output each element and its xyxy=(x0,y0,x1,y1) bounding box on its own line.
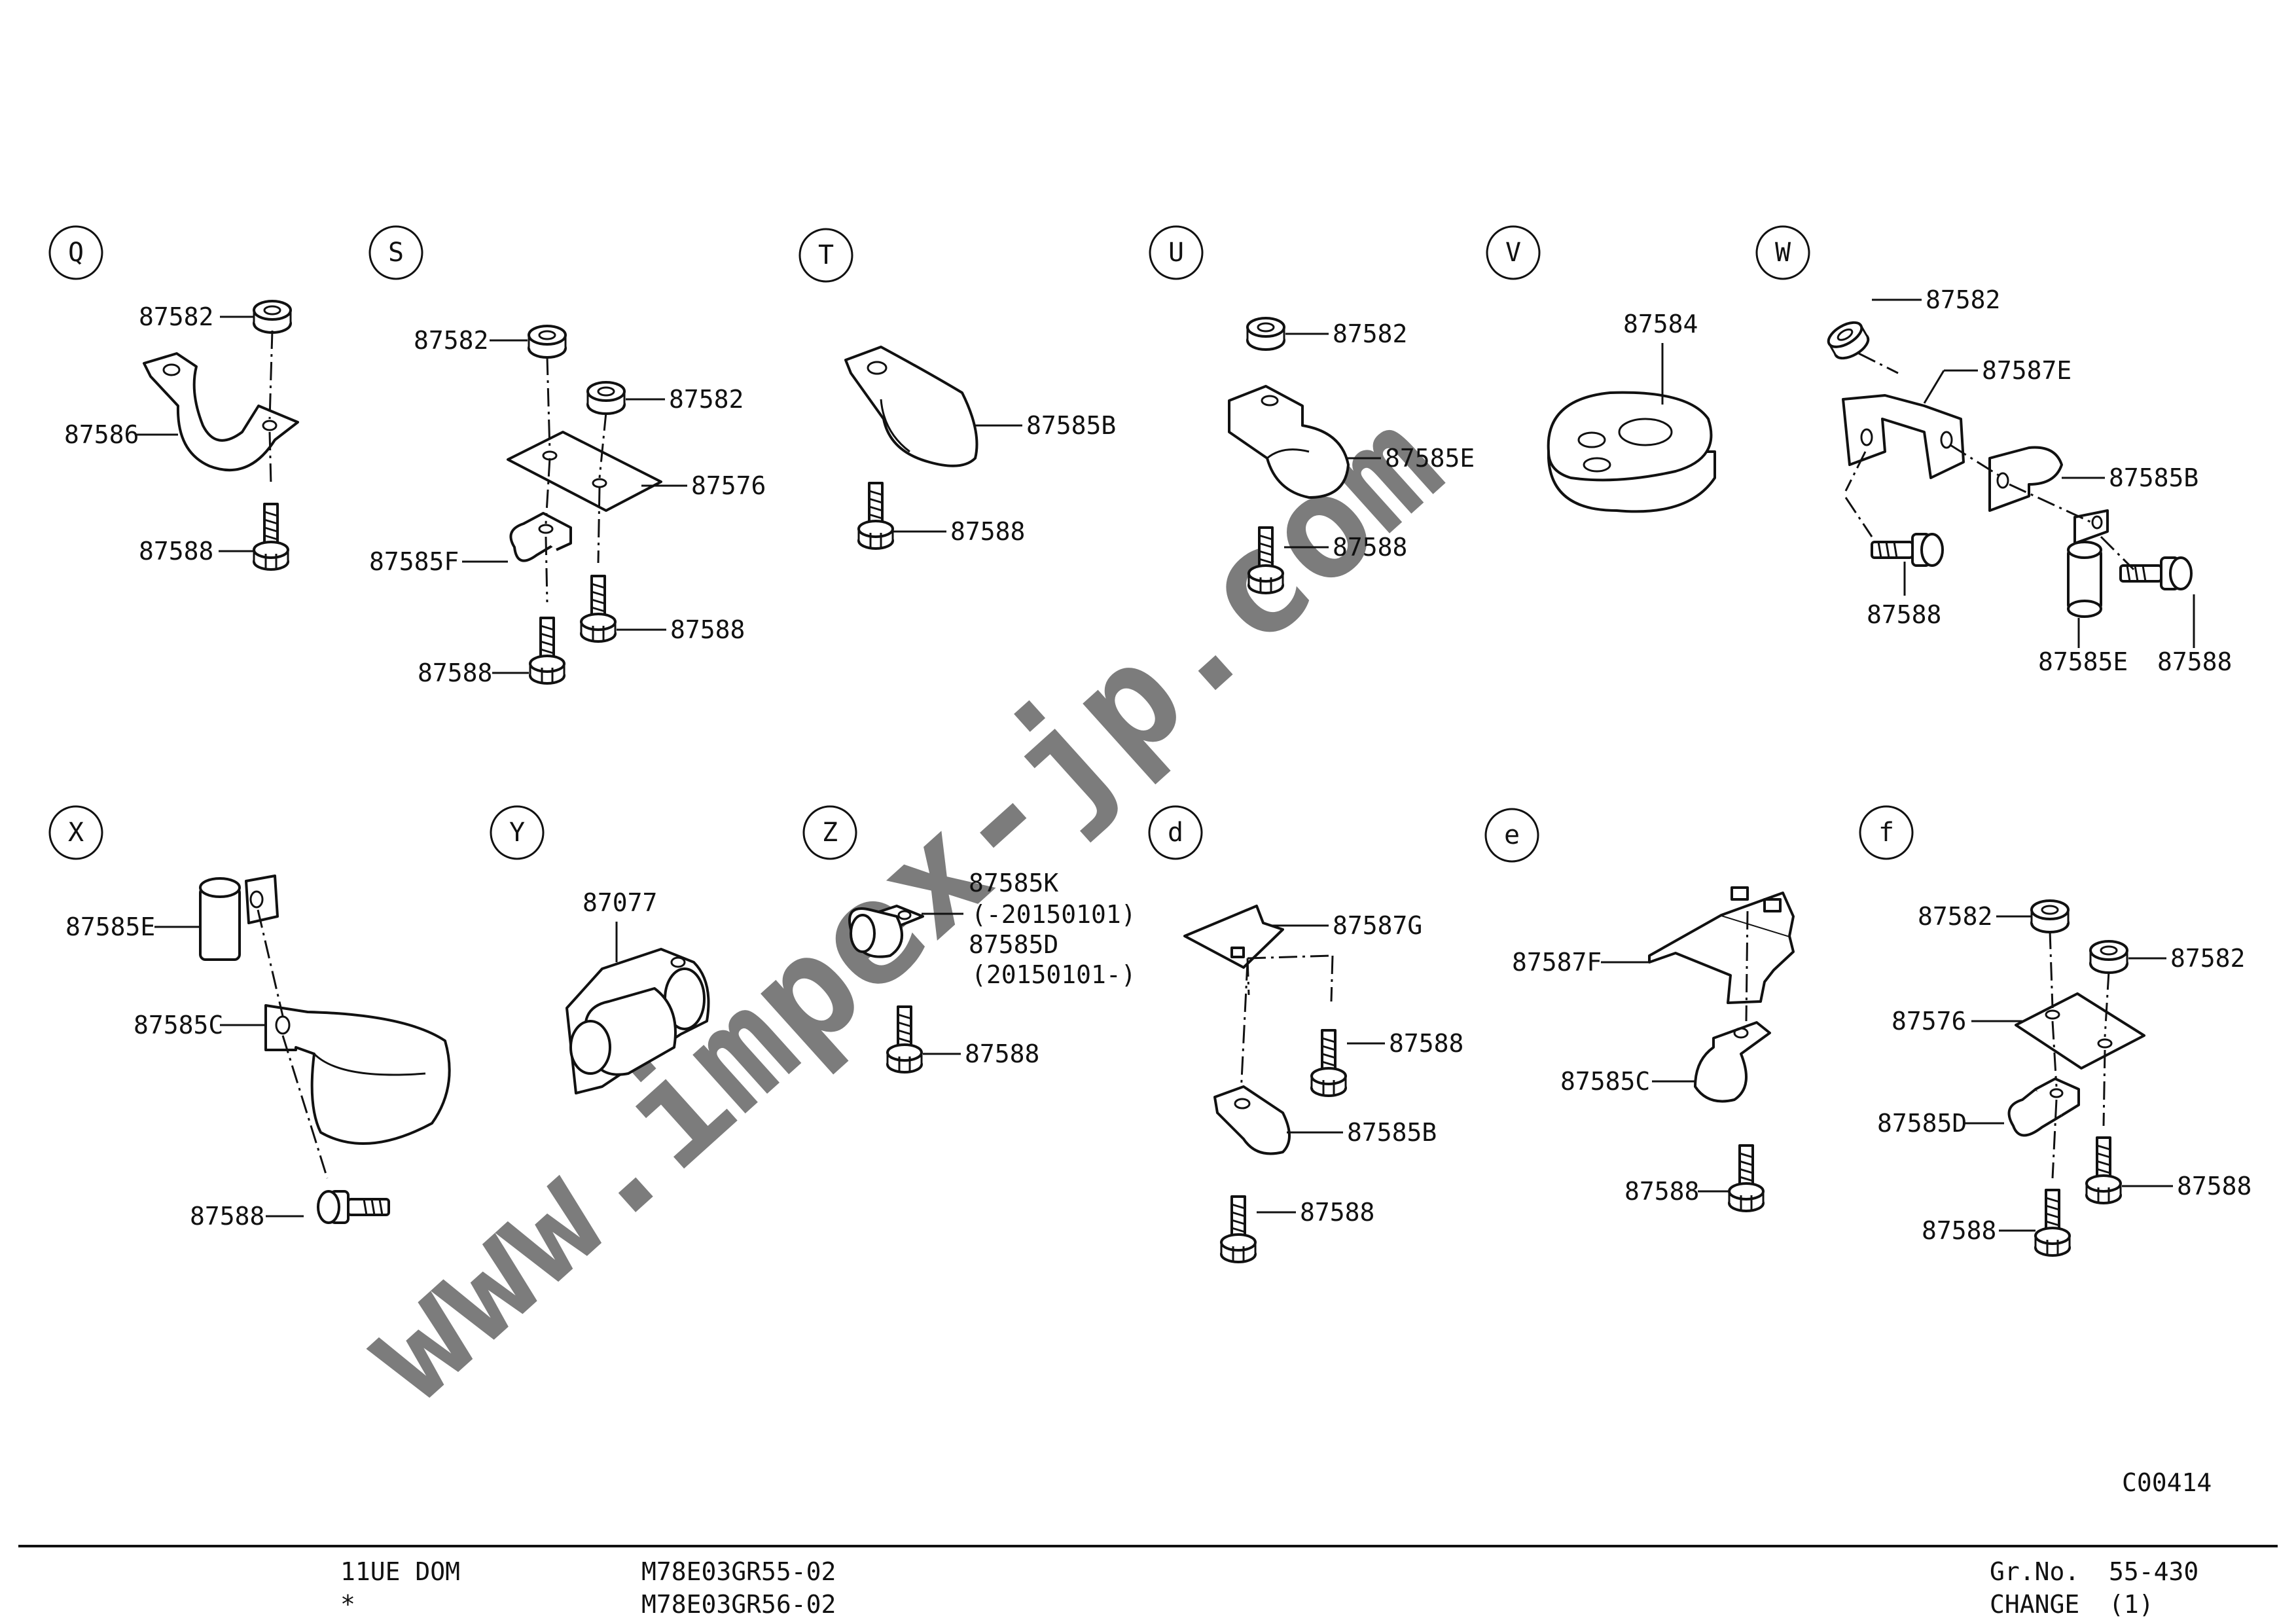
label-87588-a: 87588 xyxy=(418,659,492,687)
group-Q: Q 87582 87586 87588 xyxy=(48,225,299,571)
label-87582: 87582 xyxy=(1333,319,1407,348)
group-letter-Z: Z xyxy=(822,818,838,848)
group-X: X 87585E 87585C 87588 xyxy=(48,805,451,1231)
footer-change-value: (1) xyxy=(2109,1590,2154,1619)
label-87585C: 87585C xyxy=(134,1011,223,1039)
label-87587F: 87587F xyxy=(1512,948,1602,977)
illustration-code: C00414 xyxy=(2122,1468,2212,1497)
group-letter-Q: Q xyxy=(68,238,84,268)
label-87582-a: 87582 xyxy=(414,326,488,355)
label-87585E: 87585E xyxy=(65,912,155,941)
group-letter-d: d xyxy=(1168,818,1183,848)
label-87585F: 87585F xyxy=(369,547,459,576)
label-87588: 87588 xyxy=(950,517,1025,546)
label-87077: 87077 xyxy=(583,888,657,917)
label-87585D: 87585D xyxy=(1877,1109,1967,1138)
label-87587G: 87587G xyxy=(1333,911,1422,940)
label-87585B: 87585B xyxy=(1026,411,1116,440)
label-87588-a: 87588 xyxy=(1389,1029,1463,1058)
label-87585E: 87585E xyxy=(2038,647,2128,676)
label-87588: 87588 xyxy=(1624,1177,1699,1206)
label-87588-b: 87588 xyxy=(670,615,745,644)
label-date-until: (-20150101) xyxy=(971,900,1136,929)
group-V: V 87584 xyxy=(1486,225,1716,513)
label-87582-a: 87582 xyxy=(1918,902,1992,931)
footer-code-1: M78E03GR55-02 xyxy=(641,1557,836,1586)
label-87585D: 87585D xyxy=(969,930,1058,959)
label-87588-a: 87588 xyxy=(2177,1172,2251,1200)
label-87588-b: 87588 xyxy=(1300,1198,1374,1227)
label-87588: 87588 xyxy=(190,1202,264,1231)
label-87588: 87588 xyxy=(139,537,213,566)
group-letter-V: V xyxy=(1505,238,1521,268)
group-letter-X: X xyxy=(68,818,84,848)
group-letter-W: W xyxy=(1775,238,1791,268)
group-Z: Z 87585K (-20150101) 87585D (20150101-) … xyxy=(802,805,1136,1074)
label-87584: 87584 xyxy=(1623,310,1698,338)
label-87576: 87576 xyxy=(691,471,766,500)
footer-model: 11UE DOM xyxy=(340,1557,460,1586)
group-e: e 87587F 87585C 87588 xyxy=(1484,808,1795,1212)
label-87585C: 87585C xyxy=(1560,1067,1650,1096)
group-letter-S: S xyxy=(388,238,404,268)
group-letter-U: U xyxy=(1168,238,1184,268)
label-87585E: 87585E xyxy=(1385,444,1475,473)
group-Y: Y 87077 xyxy=(490,805,710,1094)
group-letter-e: e xyxy=(1504,820,1520,850)
footer-code-2: M78E03GR56-02 xyxy=(641,1590,836,1619)
group-S: S 87582 87582 87576 87585F 87588 87588 xyxy=(368,225,766,687)
label-87576: 87576 xyxy=(1892,1007,1966,1036)
footer-grno-value: 55-430 xyxy=(2109,1557,2198,1586)
label-87585B: 87585B xyxy=(2109,463,2198,492)
label-87586: 87586 xyxy=(64,420,139,449)
label-87588-b: 87588 xyxy=(2157,647,2232,676)
label-87588-a: 87588 xyxy=(1867,600,1941,629)
group-T: T 87585B 87588 xyxy=(798,228,1116,550)
label-87585B: 87585B xyxy=(1347,1118,1437,1147)
group-letter-f: f xyxy=(1878,818,1894,848)
label-87588: 87588 xyxy=(1333,533,1407,562)
label-87585K: 87585K xyxy=(969,869,1058,897)
group-letter-T: T xyxy=(818,240,834,270)
label-87582-b: 87582 xyxy=(2170,944,2245,973)
group-U: U 87582 87585E 87588 xyxy=(1149,225,1475,594)
group-f: f 87582 87582 87576 87585D 87588 87588 xyxy=(1859,805,2251,1257)
label-87587E: 87587E xyxy=(1982,356,2072,385)
footer-grno-label: Gr.No. xyxy=(1990,1557,2079,1586)
footer-change-label: CHANGE xyxy=(1990,1590,2079,1619)
label-87582-b: 87582 xyxy=(669,385,744,414)
label-87582: 87582 xyxy=(139,302,213,331)
label-87582: 87582 xyxy=(1926,285,2000,314)
group-d: d 87587G 87588 87585B 87588 xyxy=(1148,805,1463,1263)
label-87588: 87588 xyxy=(965,1039,1039,1068)
label-87588-b: 87588 xyxy=(1922,1216,1996,1245)
group-letter-Y: Y xyxy=(509,818,525,848)
label-date-from: (20150101-) xyxy=(971,960,1136,989)
group-W: W 87582 87587E 87585B 87588 87585E 87588 xyxy=(1755,225,2232,676)
footer-asterisk: * xyxy=(340,1590,355,1619)
